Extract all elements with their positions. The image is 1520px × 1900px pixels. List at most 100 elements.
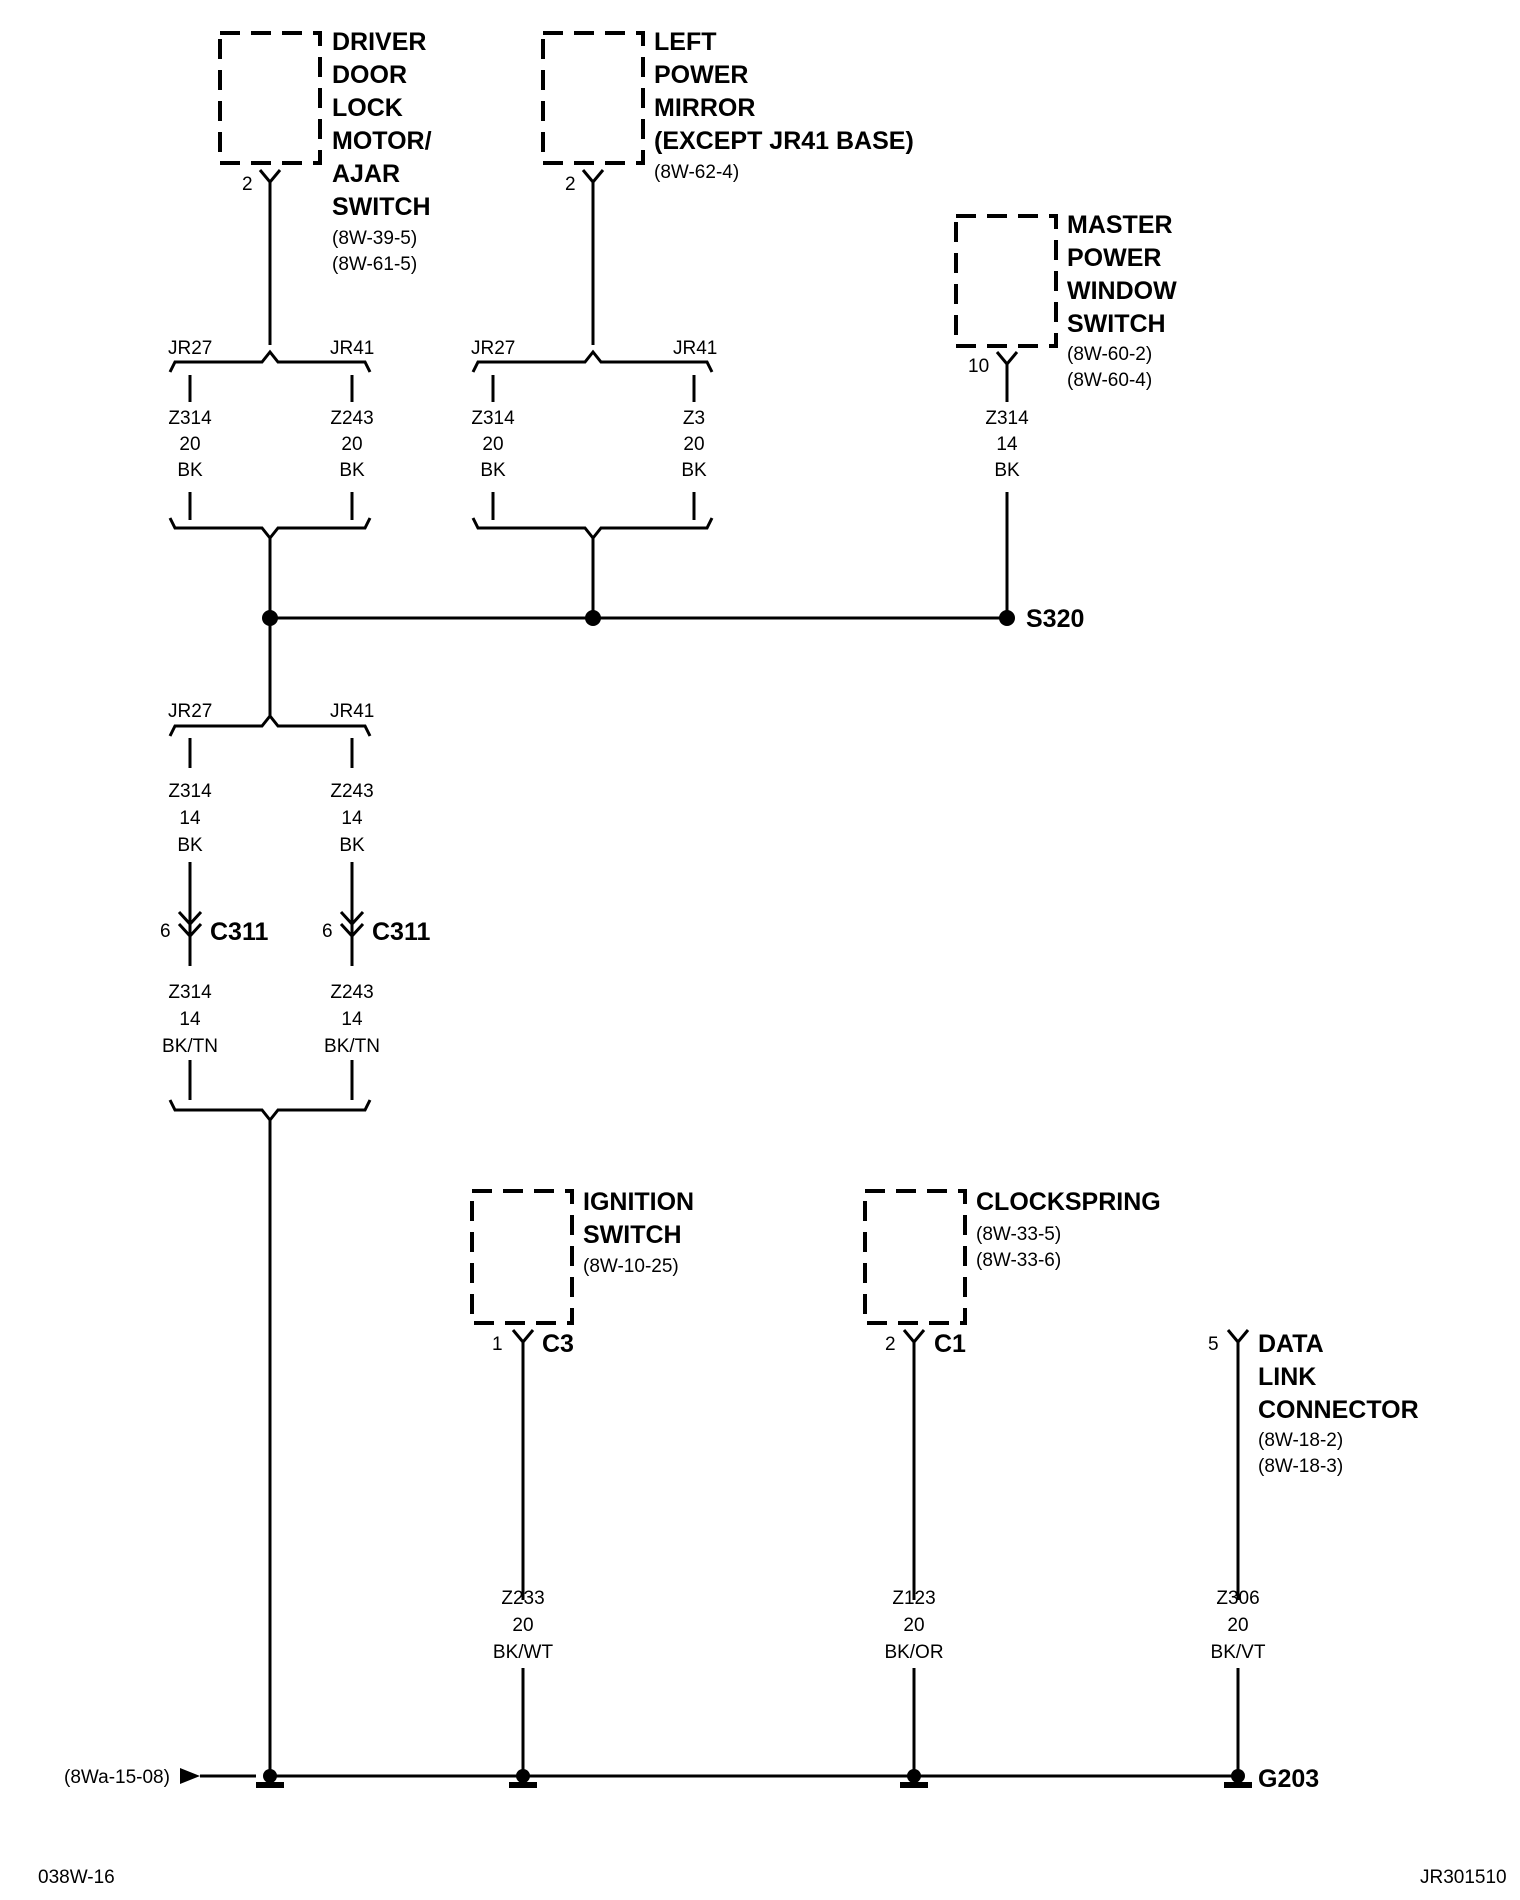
window-switch-component: MASTER POWER WINDOW SWITCH (8W-60-2) (8W… bbox=[954, 211, 1177, 618]
door-lock-ref-2: (8W-61-5) bbox=[332, 254, 417, 275]
mirror-label-1: LEFT bbox=[654, 28, 717, 56]
c311-right-label: C311 bbox=[372, 918, 430, 946]
window-switch-label-1: MASTER bbox=[1067, 211, 1173, 239]
lower-right-bottom-wire-id: Z243 bbox=[330, 982, 373, 1003]
lower-variant-group: JR27 JR41 Z314 14 BK Z243 14 BK 6 C311 6… bbox=[160, 701, 430, 1776]
lower-variant-left-label: JR27 bbox=[168, 701, 212, 722]
splice-dot-window bbox=[999, 610, 1015, 626]
clockspring-wire-gauge: 20 bbox=[903, 1615, 924, 1636]
splice-dot-mirror bbox=[585, 610, 601, 626]
ignition-wire-id: Z233 bbox=[501, 1588, 544, 1609]
ground-node-clockspring bbox=[900, 1769, 928, 1788]
footer-right-code: JR301510 bbox=[1420, 1867, 1507, 1888]
window-switch-label-3: WINDOW bbox=[1067, 277, 1177, 305]
dlc-ref-2: (8W-18-3) bbox=[1258, 1456, 1343, 1477]
lower-left-top-wire-gauge: 14 bbox=[179, 808, 201, 829]
lower-left-top-wire-id: Z314 bbox=[168, 781, 212, 802]
window-switch-label-2: POWER bbox=[1067, 244, 1161, 272]
ignition-switch-component: IGNITION SWITCH (8W-10-25) 1 C3 Z233 20 … bbox=[470, 1188, 694, 1776]
door-lock-label-5: AJAR bbox=[332, 160, 400, 188]
clockspring-ref-2: (8W-33-6) bbox=[976, 1250, 1061, 1271]
lower-left-bottom-wire-id: Z314 bbox=[168, 982, 212, 1003]
mirror-ref-1: (8W-62-4) bbox=[654, 162, 739, 183]
dlc-label-2: LINK bbox=[1258, 1363, 1316, 1391]
clockspring-connector: C1 bbox=[934, 1330, 966, 1358]
ground-node-lower-left bbox=[256, 1769, 284, 1788]
ignition-wire-gauge: 20 bbox=[512, 1615, 533, 1636]
door-lock-label-4: MOTOR/ bbox=[332, 127, 432, 155]
door-lock-pin: 2 bbox=[242, 174, 253, 195]
lower-variant-right-label: JR41 bbox=[330, 701, 374, 722]
door-variant-bottom-bracket bbox=[168, 517, 372, 541]
dlc-wire-gauge: 20 bbox=[1227, 1615, 1248, 1636]
mirror-variant-right-label: JR41 bbox=[673, 338, 717, 359]
door-lock-label-6: SWITCH bbox=[332, 193, 431, 221]
lower-right-bottom-wire-color: BK/TN bbox=[324, 1036, 380, 1057]
dlc-ref-1: (8W-18-2) bbox=[1258, 1430, 1343, 1451]
mirror-variant-left-label: JR27 bbox=[471, 338, 515, 359]
clockspring-wire-id: Z123 bbox=[892, 1588, 935, 1609]
window-switch-label-4: SWITCH bbox=[1067, 310, 1166, 338]
lower-right-top-wire-id: Z243 bbox=[330, 781, 373, 802]
mirror-left-wire-gauge: 20 bbox=[482, 434, 503, 455]
lower-left-bottom-wire-color: BK/TN bbox=[162, 1036, 218, 1057]
ignition-label-2: SWITCH bbox=[583, 1221, 682, 1249]
window-switch-box bbox=[954, 214, 1058, 348]
door-lock-pin-terminal-icon bbox=[258, 169, 282, 345]
ground-label: G203 bbox=[1258, 1765, 1319, 1793]
mirror-left-wire-id: Z314 bbox=[471, 408, 515, 429]
ignition-ref-1: (8W-10-25) bbox=[583, 1256, 679, 1277]
clockspring-label-1: CLOCKSPRING bbox=[976, 1188, 1161, 1216]
dlc-pin-terminal-icon bbox=[1226, 1329, 1250, 1600]
dlc-label-1: DATA bbox=[1258, 1330, 1324, 1358]
door-lock-label-1: DRIVER bbox=[332, 28, 426, 56]
door-lock-motor-box bbox=[218, 31, 322, 165]
splice-label: S320 bbox=[1026, 605, 1084, 633]
mirror-component: LEFT POWER MIRROR (EXCEPT JR41 BASE) (8W… bbox=[541, 28, 914, 345]
clockspring-ref-1: (8W-33-5) bbox=[976, 1224, 1061, 1245]
ground-node-dlc bbox=[1224, 1769, 1252, 1788]
lower-variant-top-bracket bbox=[168, 713, 372, 737]
c311-left-label: C311 bbox=[210, 918, 268, 946]
door-variant-left-label: JR27 bbox=[168, 338, 212, 359]
lower-left-bottom-wire-gauge: 14 bbox=[179, 1009, 201, 1030]
ignition-pin-terminal-icon bbox=[511, 1329, 535, 1600]
dlc-wire-color: BK/VT bbox=[1211, 1642, 1266, 1663]
door-lock-ref-1: (8W-39-5) bbox=[332, 228, 417, 249]
window-wire-gauge: 14 bbox=[996, 434, 1018, 455]
page-reference-arrow-icon bbox=[180, 1768, 200, 1784]
ignition-label-1: IGNITION bbox=[583, 1188, 694, 1216]
ignition-wire-color: BK/WT bbox=[493, 1642, 554, 1663]
data-link-connector-component: 5 DATA LINK CONNECTOR (8W-18-2) (8W-18-3… bbox=[1208, 1329, 1419, 1776]
mirror-variant-bottom-bracket bbox=[471, 517, 714, 541]
door-lock-motor-component: DRIVER DOOR LOCK MOTOR/ AJAR SWITCH (8W-… bbox=[218, 28, 432, 345]
mirror-right-wire-gauge: 20 bbox=[683, 434, 704, 455]
door-right-wire-gauge: 20 bbox=[341, 434, 362, 455]
door-left-wire-id: Z314 bbox=[168, 408, 212, 429]
c311-right-pin: 6 bbox=[322, 921, 333, 942]
ground-g203: G203 (8Wa-15-08) bbox=[64, 1765, 1319, 1793]
door-variant-right-label: JR41 bbox=[330, 338, 374, 359]
mirror-pin-terminal-icon bbox=[581, 169, 605, 345]
ground-node-ignition bbox=[509, 1769, 537, 1788]
lower-variant-bottom-bracket bbox=[168, 1099, 372, 1123]
mirror-label-3: MIRROR bbox=[654, 94, 755, 122]
ignition-pin: 1 bbox=[492, 1334, 503, 1355]
lower-right-top-wire-gauge: 14 bbox=[341, 808, 363, 829]
ignition-connector: C3 bbox=[542, 1330, 574, 1358]
clockspring-wire-color: BK/OR bbox=[884, 1642, 943, 1663]
mirror-label-2: POWER bbox=[654, 61, 748, 89]
mirror-left-wire-color: BK bbox=[480, 460, 506, 481]
window-wire-id: Z314 bbox=[985, 408, 1029, 429]
mirror-label-4: (EXCEPT JR41 BASE) bbox=[654, 127, 914, 155]
footer-left-code: 038W-16 bbox=[38, 1867, 115, 1888]
door-right-wire-id: Z243 bbox=[330, 408, 373, 429]
mirror-variant-top-bracket bbox=[471, 349, 714, 373]
mirror-right-wire-id: Z3 bbox=[683, 408, 705, 429]
window-wire-color: BK bbox=[994, 460, 1020, 481]
dlc-label-3: CONNECTOR bbox=[1258, 1396, 1419, 1424]
window-switch-ref-1: (8W-60-2) bbox=[1067, 344, 1152, 365]
dlc-pin: 5 bbox=[1208, 1334, 1219, 1355]
mirror-variant-group: JR27 JR41 Z314 20 BK Z3 20 BK bbox=[471, 338, 717, 618]
